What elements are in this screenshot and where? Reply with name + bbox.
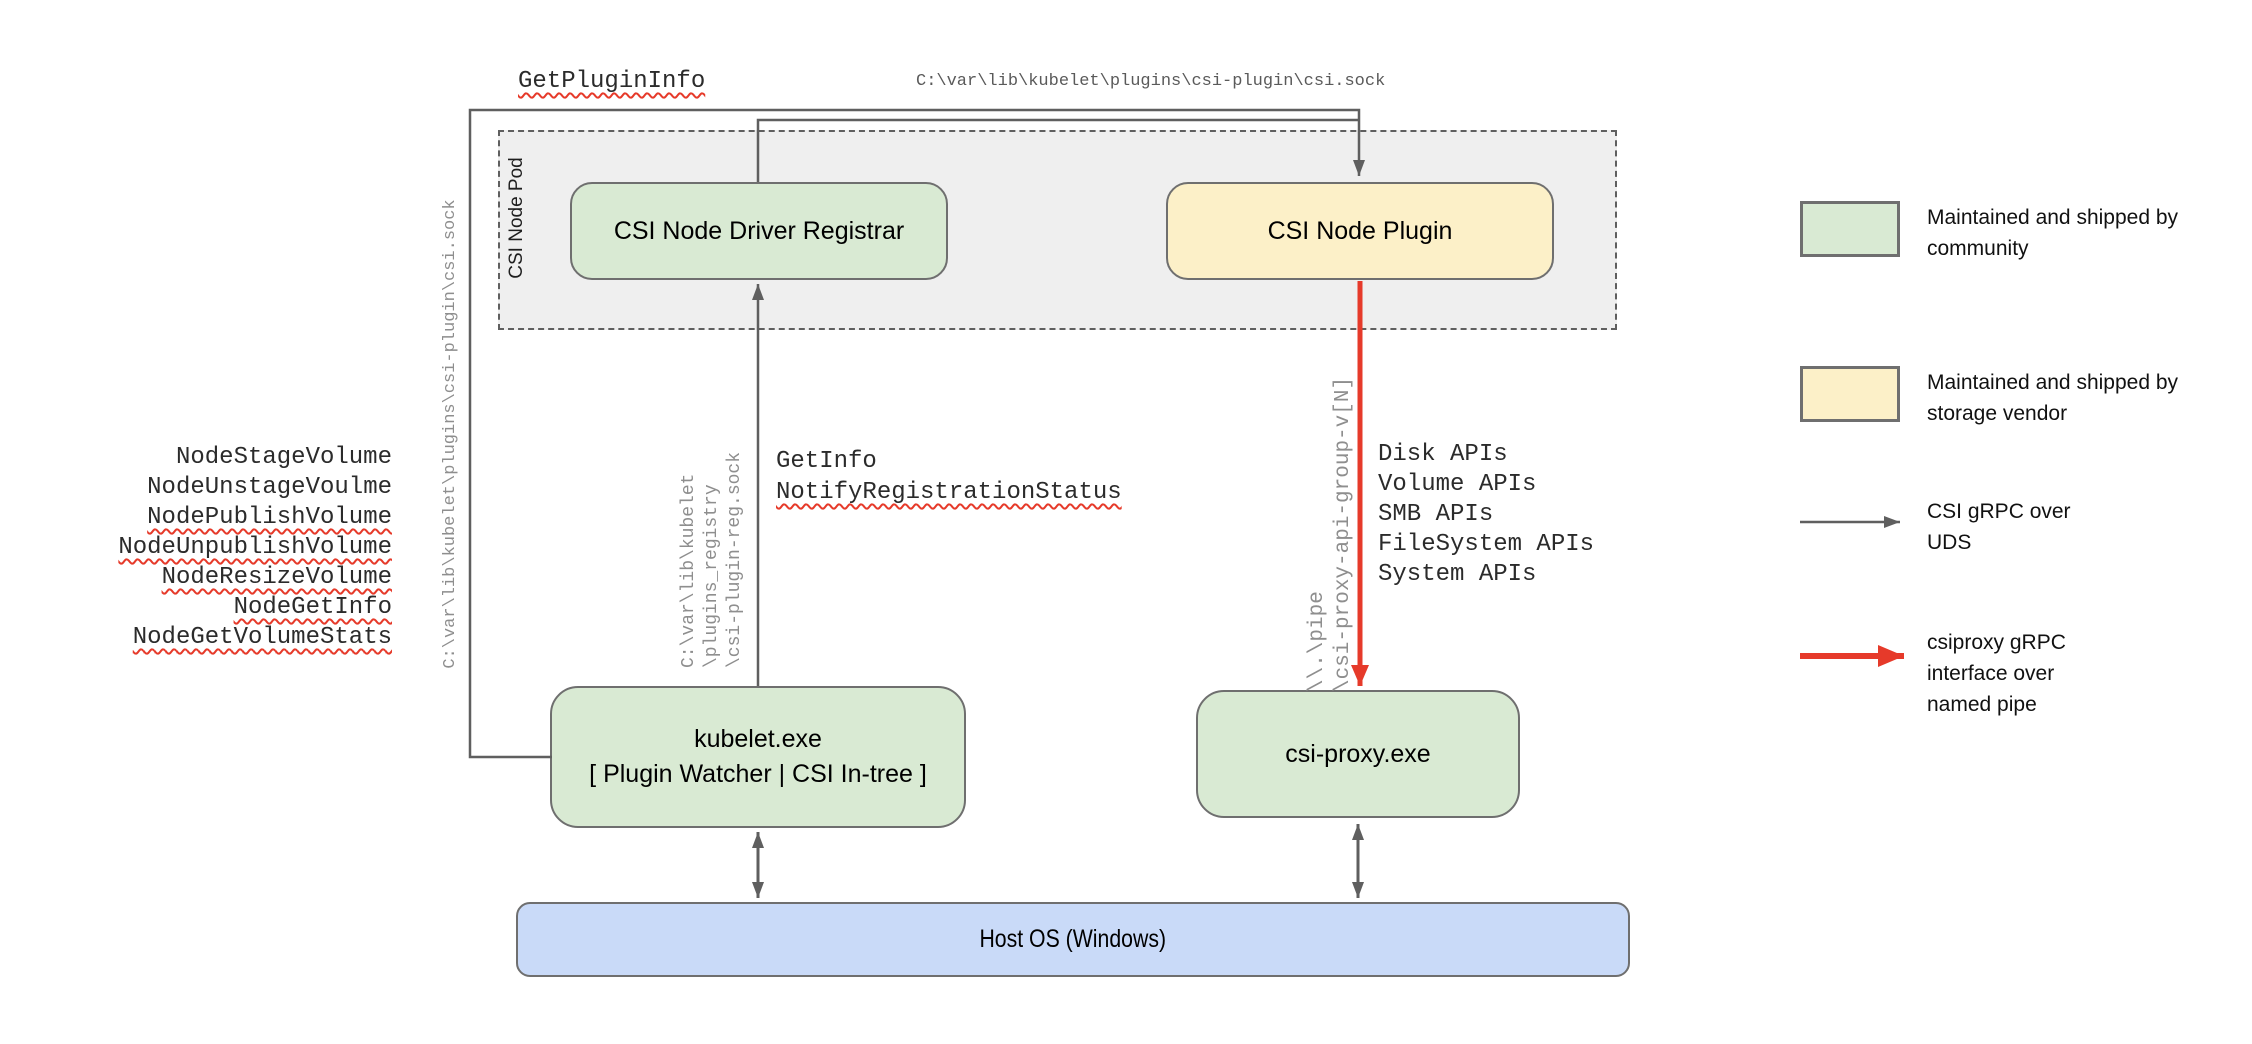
host-os-label: Host OS (Windows) (979, 925, 1167, 953)
registration-rpc-list: GetInfo NotifyRegistrationStatus (776, 446, 1122, 508)
csi-node-driver-registrar-box: CSI Node Driver Registrar (570, 182, 948, 280)
csi-sock-path-top-label: C:\var\lib\kubelet\plugins\csi-plugin\cs… (916, 72, 1386, 91)
csi-proxy-label: csi-proxy.exe (1285, 739, 1431, 768)
kubelet-sublabel: [ Plugin Watcher | CSI In-tree ] (589, 760, 927, 788)
kubelet-box: kubelet.exe [ Plugin Watcher | CSI In-tr… (550, 686, 966, 828)
legend-vendor-swatch (1800, 366, 1900, 422)
node-call: NodeGetInfo (233, 594, 392, 621)
node-call: NodeUnstageVoulme (147, 474, 392, 501)
node-plugin-label: CSI Node Plugin (1267, 216, 1453, 245)
path-line: \csi-plugin-reg.sock (725, 451, 745, 668)
csi-proxy-api-list: Disk APIs Volume APIs SMB APIs FileSyste… (1378, 440, 1594, 590)
api-group: System APIs (1378, 561, 1537, 588)
registration-sock-path-label: C:\var\lib\kubelet \plugins_registry \cs… (678, 388, 747, 668)
path-line: \csi-proxy-api-group-v[N] (1332, 376, 1355, 692)
host-os-box: Host OS (Windows) (516, 902, 1630, 977)
node-call: NodeGetVolumeStats (132, 624, 392, 651)
api-group: Volume APIs (1378, 471, 1537, 498)
api-group: SMB APIs (1378, 501, 1494, 528)
legend-pipe-label: csiproxy gRPC interface over named pipe (1927, 631, 2066, 716)
named-pipe-path-label: \\.\pipe \csi-proxy-api-group-v[N] (1305, 362, 1357, 692)
legend-community-label: Maintained and shipped by community (1927, 206, 2179, 260)
legend-vendor-label: Maintained and shipped by storage vendor (1927, 371, 2179, 425)
node-call: NodePublishVolume (147, 504, 392, 531)
registration-call: GetInfo (776, 448, 877, 475)
path-line: \\.\pipe (1306, 591, 1329, 692)
node-rpc-call-list: NodeStageVolume NodeUnstageVoulme NodePu… (80, 443, 392, 653)
registrar-label: CSI Node Driver Registrar (613, 216, 905, 245)
node-call: NodeUnpublishVolume (118, 534, 392, 561)
api-group: Disk APIs (1378, 441, 1508, 468)
legend-community-swatch (1800, 201, 1900, 257)
path-line: \plugins_registry (702, 484, 722, 668)
kubelet-label: kubelet.exe (694, 725, 822, 753)
csi-proxy-box: csi-proxy.exe (1196, 690, 1520, 818)
csi-node-pod-label: CSI Node Pod (506, 157, 527, 279)
csi-node-plugin-box: CSI Node Plugin (1166, 182, 1554, 280)
get-plugin-info-label: GetPluginInfo (518, 68, 706, 95)
node-call: NodeStageVolume (175, 444, 392, 471)
registration-call: NotifyRegistrationStatus (776, 479, 1122, 506)
legend-uds-label: CSI gRPC over UDS (1927, 500, 2071, 554)
csi-sock-path-vertical-label: C:\var\lib\kubelet\plugins\csi-plugin\cs… (441, 199, 460, 669)
api-group: FileSystem APIs (1378, 531, 1595, 558)
path-line: C:\var\lib\kubelet (679, 473, 699, 668)
node-call: NodeResizeVolume (161, 564, 392, 591)
